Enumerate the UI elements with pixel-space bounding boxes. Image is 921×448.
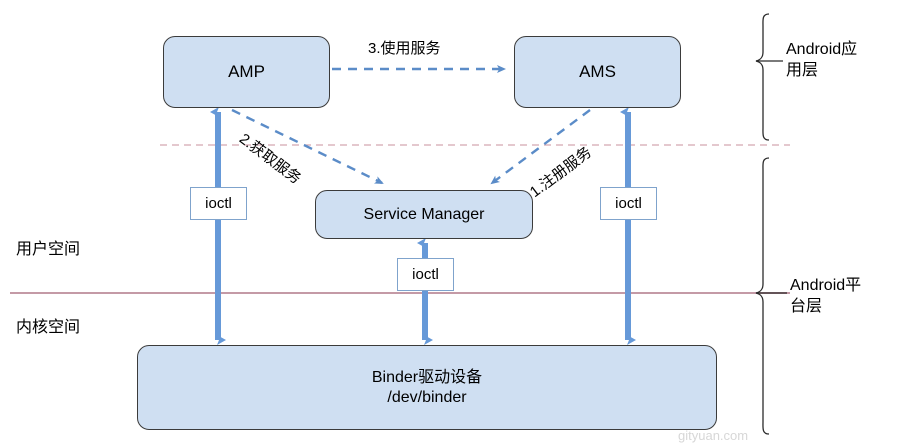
node-service-manager-label: Service Manager <box>363 205 485 223</box>
ioctl-label-right: ioctl <box>600 187 657 220</box>
label-android-platform-layer: Android平 台层 <box>790 277 862 315</box>
label-android-app-layer: Android应 用层 <box>786 41 858 79</box>
ioctl-left-text: ioctl <box>205 195 232 212</box>
ioctl-label-left: ioctl <box>190 187 247 220</box>
label-user-space: 用户空间 <box>16 241 81 258</box>
ioctl-middle-text: ioctl <box>412 266 439 283</box>
ioctl-right-text: ioctl <box>615 195 642 212</box>
ioctl-label-middle: ioctl <box>397 258 454 291</box>
node-binder-driver-label: Binder驱动设备 /dev/binder <box>371 368 483 406</box>
watermark: gityuan.com <box>678 428 749 443</box>
brace-platform-layer <box>755 157 770 435</box>
node-ams[interactable]: AMS <box>514 36 681 108</box>
node-amp-label: AMP <box>228 62 265 82</box>
node-service-manager[interactable]: Service Manager <box>315 190 533 239</box>
node-amp[interactable]: AMP <box>163 36 330 108</box>
edge-label-use-service: 3.使用服务 <box>368 40 441 57</box>
label-kernel-space: 内核空间 <box>16 319 81 336</box>
edge-get-service <box>231 108 384 185</box>
brace-app-layer <box>755 13 770 141</box>
node-binder-driver[interactable]: Binder驱动设备 /dev/binder <box>137 345 717 430</box>
node-ams-label: AMS <box>579 62 616 82</box>
edge-register-service <box>490 109 591 185</box>
